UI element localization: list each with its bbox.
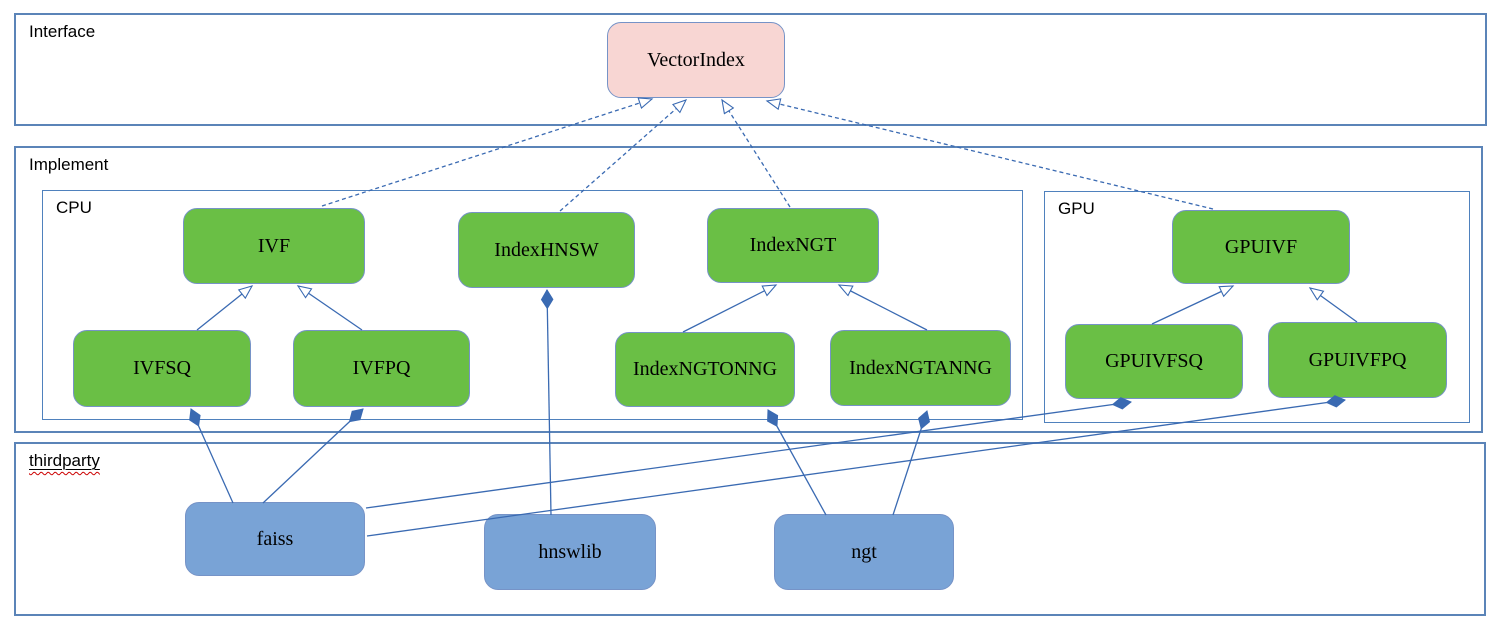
- node-indexhnsw: IndexHNSW: [458, 212, 635, 288]
- group-label-text-implement: Implement: [29, 155, 109, 174]
- group-label-cpu: CPU: [56, 198, 92, 218]
- node-indexngtonng: IndexNGTONNG: [615, 332, 795, 407]
- group-label-gpu: GPU: [1058, 199, 1095, 219]
- node-gpuivfsq: GPUIVFSQ: [1065, 324, 1243, 399]
- group-label-implement: Implement: [29, 155, 108, 175]
- node-ivfpq: IVFPQ: [293, 330, 470, 407]
- node-faiss: faiss: [185, 502, 365, 576]
- node-gpuivf: GPUIVF: [1172, 210, 1350, 284]
- node-hnswlib: hnswlib: [484, 514, 656, 590]
- group-label-text-thirdparty: thirdparty: [29, 451, 100, 470]
- node-vectorindex: VectorIndex: [607, 22, 785, 98]
- node-ngt: ngt: [774, 514, 954, 590]
- group-label-interface: Interface: [29, 22, 95, 42]
- group-label-text-cpu: CPU: [56, 198, 92, 217]
- node-gpuivfpq: GPUIVFPQ: [1268, 322, 1447, 398]
- group-label-text-gpu: GPU: [1058, 199, 1095, 218]
- group-label-thirdparty: thirdparty: [29, 451, 100, 471]
- group-label-text-interface: Interface: [29, 22, 96, 41]
- node-indexngtanng: IndexNGTANNG: [830, 330, 1011, 406]
- node-ivf: IVF: [183, 208, 365, 284]
- node-indexngt: IndexNGT: [707, 208, 879, 283]
- node-ivfsq: IVFSQ: [73, 330, 251, 407]
